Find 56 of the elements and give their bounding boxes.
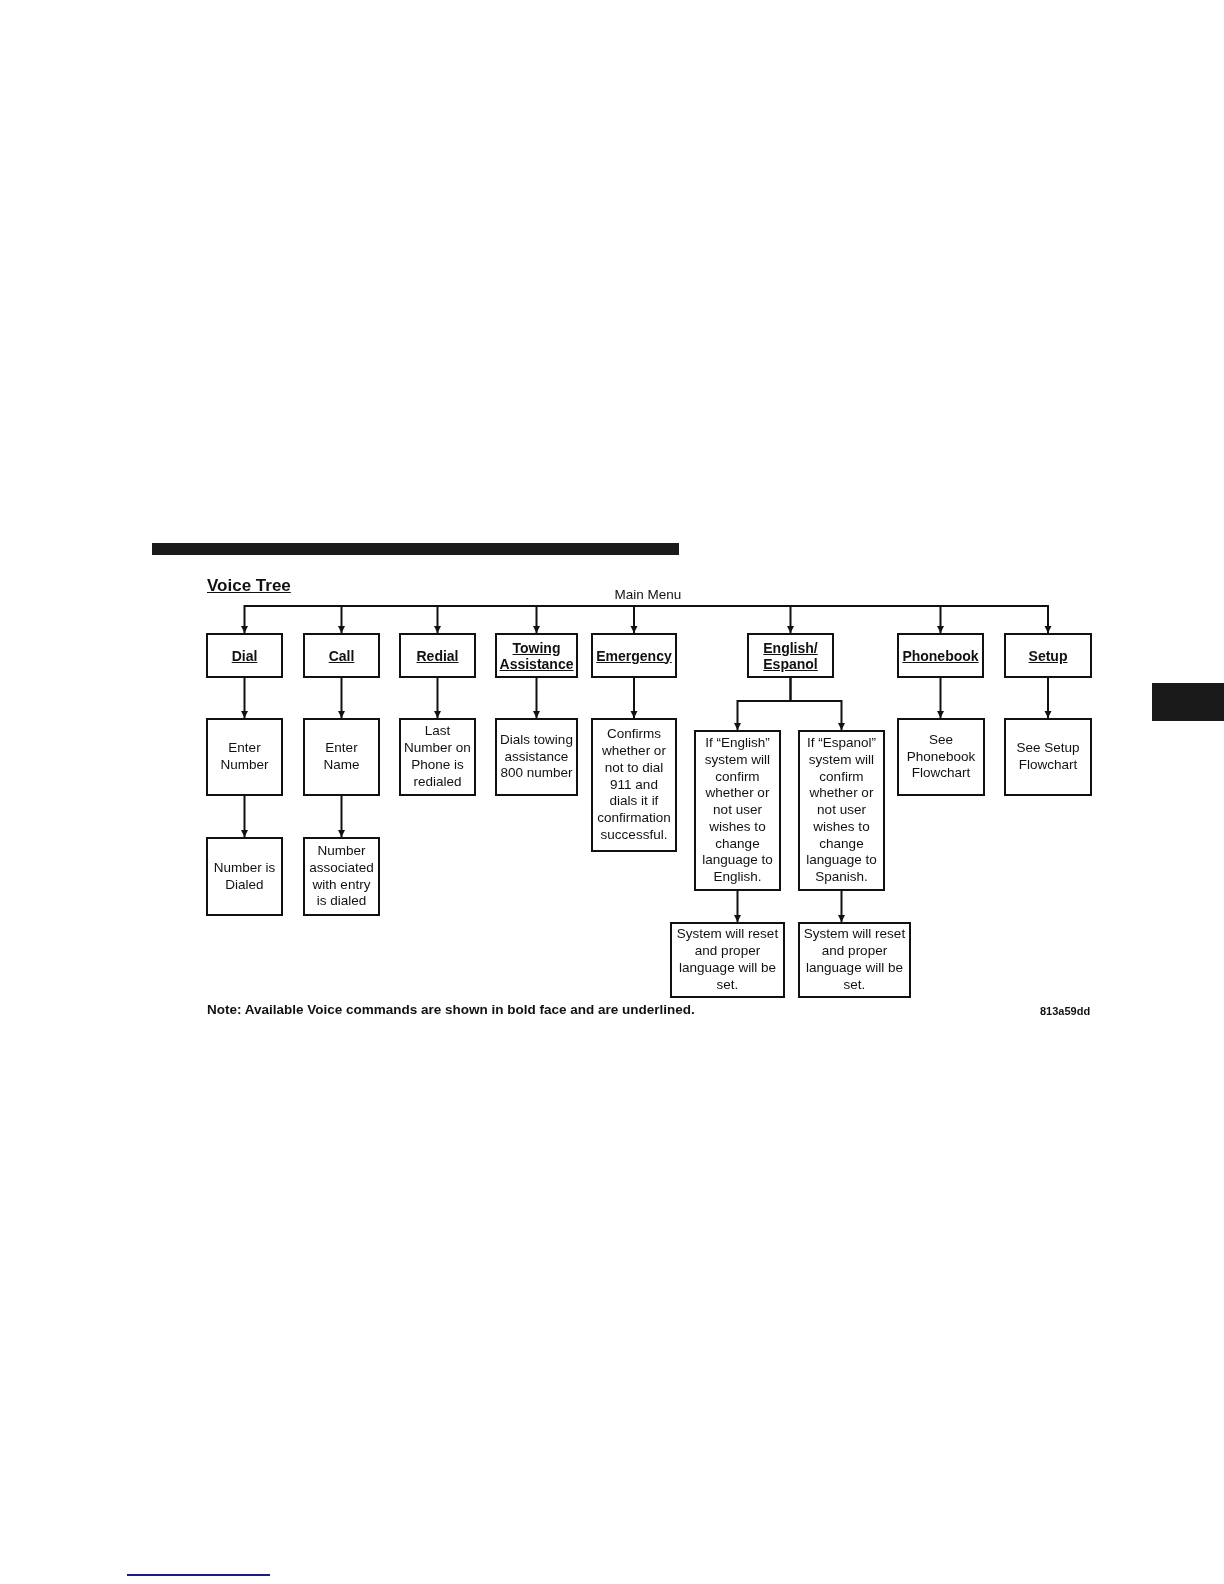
process-box [206, 718, 283, 796]
box-text: Phonebook [902, 647, 979, 664]
command-box [495, 633, 578, 678]
box-text: Number associated with entry is dialed [308, 842, 375, 911]
command-box [591, 633, 677, 678]
process-box [495, 718, 578, 796]
process-box [591, 718, 677, 852]
diagram-title: Voice Tree [207, 576, 291, 596]
box-text: Call [328, 647, 355, 664]
arrow [630, 605, 649, 634]
arrow [630, 677, 638, 719]
arrow [734, 890, 741, 923]
arrow [241, 795, 248, 838]
arrow [647, 605, 1052, 634]
box-text: System will reset and proper language will be set. [802, 926, 907, 994]
box-text: Dial [231, 647, 258, 664]
process-box [897, 718, 985, 796]
command-box [897, 633, 984, 678]
box-text: English/ Espanol [762, 639, 819, 672]
box-text: Towing Assistance [499, 639, 574, 672]
box-text: See Phonebook Flowchart [905, 731, 977, 783]
arrow [1044, 677, 1052, 719]
box-text: Enter Number [219, 740, 270, 774]
box-text: If “English” system will confirm whether or not user wishes to change language to English. [701, 734, 774, 887]
command-box [303, 633, 380, 678]
command-box [747, 633, 834, 678]
box-text: Confirms whether or not to dial 911 and dials it if confirmation successful. [596, 726, 672, 844]
arrow [937, 677, 944, 719]
arrow [789, 677, 845, 731]
arrow [434, 677, 441, 719]
box-text: System will reset and proper language will be set. [675, 926, 780, 994]
process-box [206, 837, 283, 916]
arrow [533, 677, 540, 719]
process-box [694, 730, 781, 891]
arrow [338, 795, 345, 838]
box-text: Last Number on Phone is redialed [403, 723, 472, 791]
box-text: Emergency [596, 647, 672, 664]
arrow [338, 677, 345, 719]
process-box [798, 730, 885, 891]
box-text: Enter Name [322, 740, 361, 774]
command-box [399, 633, 476, 678]
process-box [303, 718, 380, 796]
box-text: See Setup Flowchart [1015, 740, 1081, 774]
figure-code: 813a59dd [1040, 1005, 1091, 1017]
box-text: Setup [1028, 647, 1068, 664]
arrow [241, 677, 248, 719]
process-box [1004, 718, 1092, 796]
arrow [838, 890, 845, 923]
menu-label: Main Menu [614, 586, 682, 604]
note-text: Note: Available Voice commands are shown in bold face and are underlined. [207, 1002, 695, 1017]
box-text: Number is Dialed [212, 859, 277, 894]
box-text: If “Espanol” system will confirm whether or not user wishes to change language to Spanish. [805, 734, 878, 887]
command-box [206, 633, 283, 678]
command-box [1004, 633, 1092, 678]
box-text: Dials towing assistance 800 number [499, 731, 574, 783]
box-text: Redial [416, 647, 459, 664]
